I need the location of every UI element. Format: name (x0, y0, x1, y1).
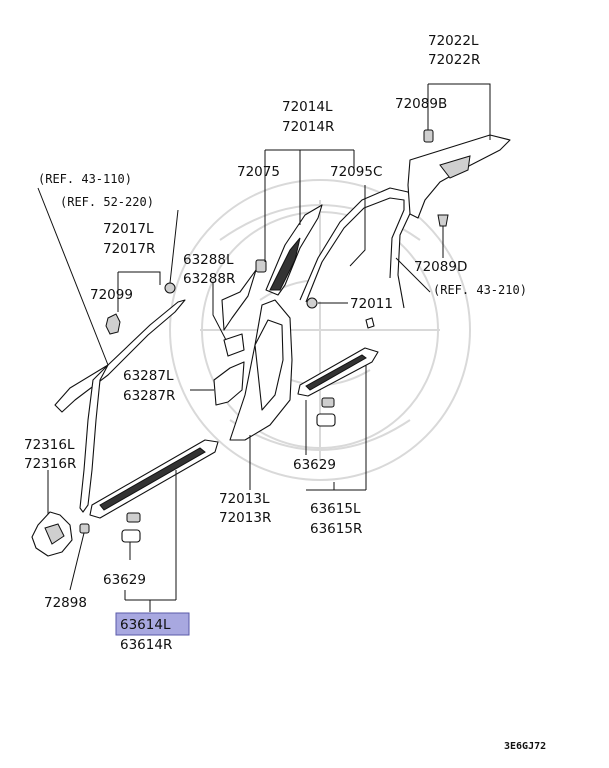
label-63629-front[interactable]: 63629 (103, 572, 146, 588)
ref-52-220[interactable]: (REF. 52-220) (60, 195, 154, 209)
label-63287r[interactable]: 63287R (123, 388, 175, 404)
label-72013l[interactable]: 72013L (219, 491, 270, 507)
label-72013r[interactable]: 72013R (219, 510, 271, 526)
label-63615r[interactable]: 63615R (310, 521, 362, 537)
clip-72011 (306, 297, 318, 309)
label-63614l[interactable]: 63614L (120, 617, 171, 633)
quarter-trim-72022 (407, 134, 511, 219)
rear-scuff-plate (297, 347, 379, 397)
ref-43-110[interactable]: (REF. 43-110) (38, 172, 132, 186)
clip-small (164, 282, 176, 294)
watermark-emblem (169, 179, 471, 481)
part-labels: 72022L 72022R 72089B 72014L 72014R 72075… (24, 33, 546, 752)
front-pillar-trim (54, 299, 186, 513)
clip-72089d (437, 214, 449, 227)
label-72095c[interactable]: 72095C (330, 164, 382, 180)
label-63288l[interactable]: 63288L (183, 252, 234, 268)
diagram-code: 3E6GJ72 (504, 741, 546, 752)
clip-63629-front (121, 512, 141, 543)
clip-72075 (255, 259, 267, 273)
clip-72898 (79, 523, 90, 534)
label-72017l[interactable]: 72017L (103, 221, 154, 237)
label-63287l[interactable]: 63287L (123, 368, 174, 384)
ref-43-210[interactable]: (REF. 43-210) (433, 283, 527, 297)
label-72014r[interactable]: 72014R (282, 119, 334, 135)
highlight-63614l (115, 612, 190, 636)
label-72089d[interactable]: 72089D (414, 259, 467, 275)
label-72011[interactable]: 72011 (350, 296, 393, 312)
label-72075[interactable]: 72075 (237, 164, 280, 180)
label-72089b[interactable]: 72089B (395, 96, 447, 112)
label-72022l[interactable]: 72022L (428, 33, 479, 49)
rear-door-opening-trim (299, 187, 415, 309)
label-63614r[interactable]: 63614R (120, 637, 172, 653)
kick-panel-72316 (31, 511, 73, 557)
front-scuff-plate (89, 439, 219, 519)
label-72898[interactable]: 72898 (44, 595, 87, 611)
label-63615l[interactable]: 63615L (310, 501, 361, 517)
leader-lines (37, 83, 491, 612)
clip-72089b (423, 129, 434, 143)
clip-63629-rear (316, 397, 336, 427)
center-pillar-upper (265, 204, 323, 296)
clip-rear-small (365, 317, 375, 329)
label-72017r[interactable]: 72017R (103, 241, 155, 257)
label-72316r[interactable]: 72316R (24, 456, 76, 472)
clip-72099 (105, 313, 121, 335)
label-63288r[interactable]: 63288R (183, 271, 235, 287)
label-72022r[interactable]: 72022R (428, 52, 480, 68)
label-72014l[interactable]: 72014L (282, 99, 333, 115)
cover-63288 (221, 269, 257, 357)
label-63629-rear[interactable]: 63629 (293, 457, 336, 473)
label-72316l[interactable]: 72316L (24, 437, 75, 453)
label-72099[interactable]: 72099 (90, 287, 133, 303)
cover-63287 (213, 361, 245, 406)
center-pillar-lower (229, 299, 293, 441)
